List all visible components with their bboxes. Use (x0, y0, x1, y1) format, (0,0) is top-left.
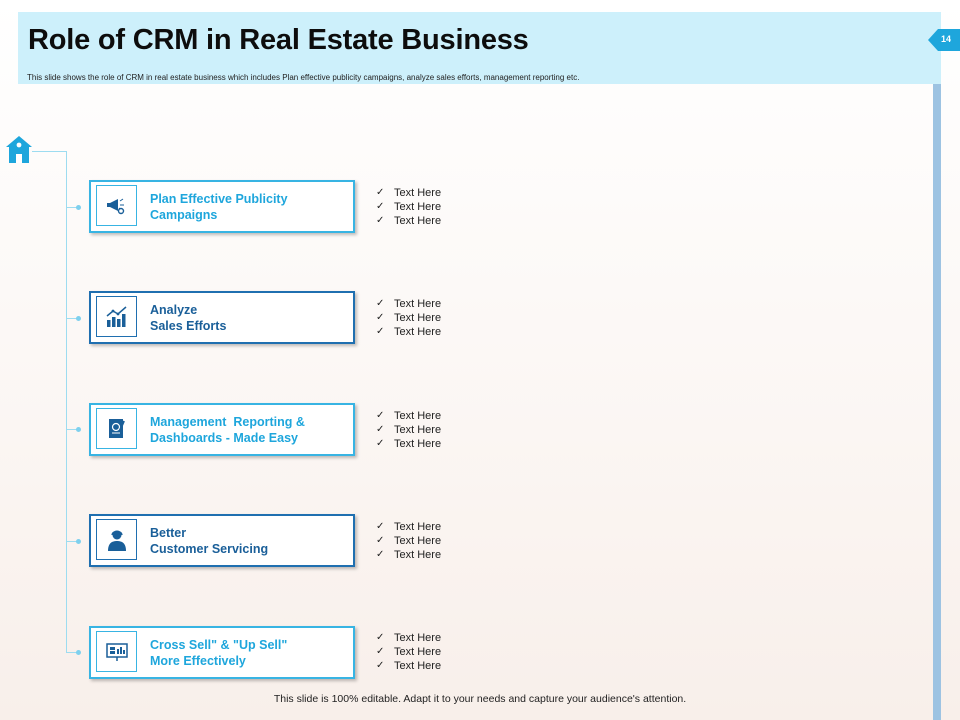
bullet-text: Text Here (394, 298, 442, 310)
check-icon: ✓ (376, 215, 385, 226)
bullet-text: Text Here (394, 424, 442, 436)
page-subtitle: This slide shows the role of CRM in real… (27, 73, 580, 82)
bullet-text: Text Here (394, 187, 442, 199)
step-label: Better Customer Servicing (150, 526, 269, 556)
branch-line (66, 652, 78, 653)
bullet-text: Text Here (394, 535, 442, 547)
branch-line (66, 207, 78, 208)
list-item: ✓ Text Here (376, 631, 496, 645)
list-item: ✓ Text Here (376, 520, 496, 534)
check-icon: ✓ (376, 424, 385, 435)
list-item: ✓ Text Here (376, 645, 496, 659)
page-number-badge: 14 (928, 29, 960, 51)
page-title: Role of CRM in Real Estate Business (28, 24, 529, 56)
bullet-text: Text Here (394, 521, 442, 533)
step-label: Cross Sell" & "Up Sell" More Effectively (150, 638, 288, 668)
check-icon: ✓ (376, 187, 385, 198)
page-number: 14 (941, 34, 952, 44)
check-icon: ✓ (376, 549, 385, 560)
list-item: ✓ Text Here (376, 311, 496, 325)
bullet-text: Text Here (394, 549, 442, 561)
bullet-list: ✓ Text Here ✓ Text Here ✓ Text Here (376, 297, 496, 339)
list-item: ✓ Text Here (376, 659, 496, 673)
list-item: ✓ Text Here (376, 297, 496, 311)
check-icon: ✓ (376, 312, 385, 323)
step-label: Analyze Sales Efforts (150, 303, 227, 333)
header-banner: Role of CRM in Real Estate Business This… (18, 12, 941, 84)
customer-service-icon (96, 519, 137, 560)
branch-line (66, 541, 78, 542)
bullet-list: ✓ Text Here ✓ Text Here ✓ Text Here (376, 631, 496, 673)
list-item: ✓ Text Here (376, 186, 496, 200)
branch-line (66, 429, 78, 430)
list-item: ✓ Text Here (376, 325, 496, 339)
bullet-text: Text Here (394, 215, 442, 227)
bullet-list: ✓ Text Here ✓ Text Here ✓ Text Here (376, 186, 496, 228)
home-icon (5, 135, 33, 165)
step-card-cross-sell: Cross Sell" & "Up Sell" More Effectively (89, 626, 355, 679)
connector-line (32, 151, 66, 152)
bullet-text: Text Here (394, 646, 442, 658)
branch-dot (76, 205, 81, 210)
step-label: Management Reporting & Dashboards - Made… (150, 415, 305, 445)
connector-trunk (66, 151, 67, 653)
check-icon: ✓ (376, 438, 385, 449)
list-item: ✓ Text Here (376, 437, 496, 451)
step-card-publicity: Plan Effective Publicity Campaigns (89, 180, 355, 233)
footer-note: This slide is 100% editable. Adapt it to… (273, 693, 687, 705)
branch-dot (76, 650, 81, 655)
megaphone-icon (96, 185, 137, 226)
bullet-text: Text Here (394, 326, 442, 338)
check-icon: ✓ (376, 646, 385, 657)
list-item: ✓ Text Here (376, 214, 496, 228)
bullet-list: ✓ Text Here ✓ Text Here ✓ Text Here (376, 409, 496, 451)
branch-dot (76, 539, 81, 544)
check-icon: ✓ (376, 660, 385, 671)
check-icon: ✓ (376, 632, 385, 643)
bullet-text: Text Here (394, 660, 442, 672)
branch-dot (76, 427, 81, 432)
bullet-text: Text Here (394, 312, 442, 324)
check-icon: ✓ (376, 298, 385, 309)
check-icon: ✓ (376, 521, 385, 532)
check-icon: ✓ (376, 326, 385, 337)
check-icon: ✓ (376, 410, 385, 421)
check-icon: ✓ (376, 201, 385, 212)
list-item: ✓ Text Here (376, 534, 496, 548)
list-item: ✓ Text Here (376, 200, 496, 214)
step-card-sales: Analyze Sales Efforts (89, 291, 355, 344)
check-icon: ✓ (376, 535, 385, 546)
branch-dot (76, 316, 81, 321)
step-label: Plan Effective Publicity Campaigns (150, 192, 288, 222)
bullet-text: Text Here (394, 201, 442, 213)
step-card-customer: Better Customer Servicing (89, 514, 355, 567)
bullet-list: ✓ Text Here ✓ Text Here ✓ Text Here (376, 520, 496, 562)
bullet-text: Text Here (394, 438, 442, 450)
list-item: ✓ Text Here (376, 548, 496, 562)
bar-chart-icon (96, 296, 137, 337)
list-item: ✓ Text Here (376, 409, 496, 423)
step-card-reporting: Management Reporting & Dashboards - Made… (89, 403, 355, 456)
dashboard-icon (96, 631, 137, 672)
branch-line (66, 318, 78, 319)
bullet-text: Text Here (394, 632, 442, 644)
right-accent-bar (933, 84, 941, 720)
report-icon (96, 408, 137, 449)
bullet-text: Text Here (394, 410, 442, 422)
list-item: ✓ Text Here (376, 423, 496, 437)
